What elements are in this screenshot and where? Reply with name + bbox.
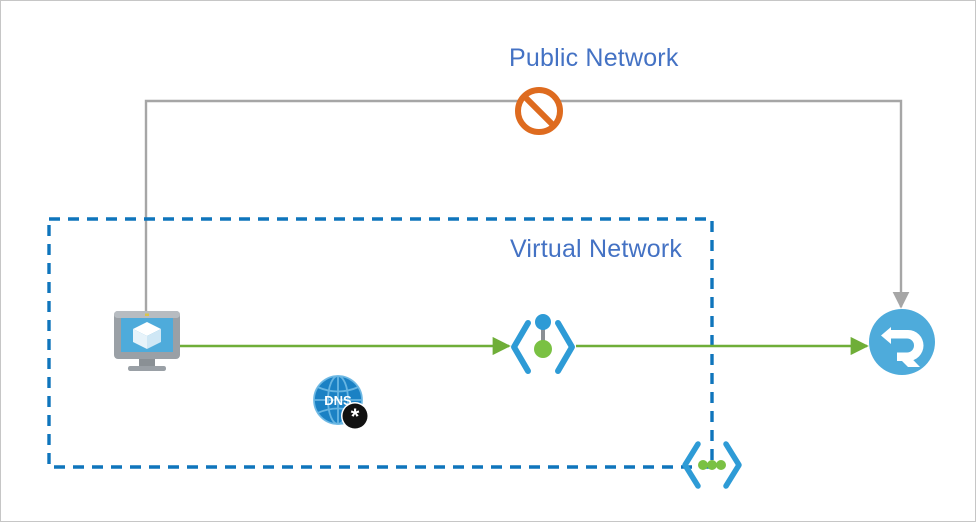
public-network-line-left — [144, 99, 539, 313]
private-link-service-node — [680, 435, 744, 500]
paas-service-node — [867, 307, 937, 382]
asterisk-badge-glyph: * — [351, 404, 360, 429]
private-dns-zone-node: DNS * — [310, 374, 370, 437]
virtual-machine-monitor-icon — [114, 311, 180, 371]
public-network-label: Public Network — [509, 44, 679, 72]
virtual-network-label: Virtual Network — [510, 235, 683, 263]
cube-glyph — [133, 322, 161, 349]
private-link-service-icon — [682, 441, 742, 489]
azure-service-circle-icon — [869, 309, 935, 375]
blocked-prohibition-icon — [515, 87, 563, 135]
private-endpoint-icon — [511, 314, 575, 374]
private-endpoint-node — [509, 309, 577, 390]
virtual-machine-node — [111, 309, 183, 382]
dns-globe-asterisk-icon: DNS * — [313, 375, 369, 430]
dns-text: DNS — [324, 393, 352, 408]
blocked-public-access-node — [513, 85, 565, 142]
virtual-network-boundary — [47, 217, 714, 469]
public-network-line-right — [539, 99, 910, 309]
